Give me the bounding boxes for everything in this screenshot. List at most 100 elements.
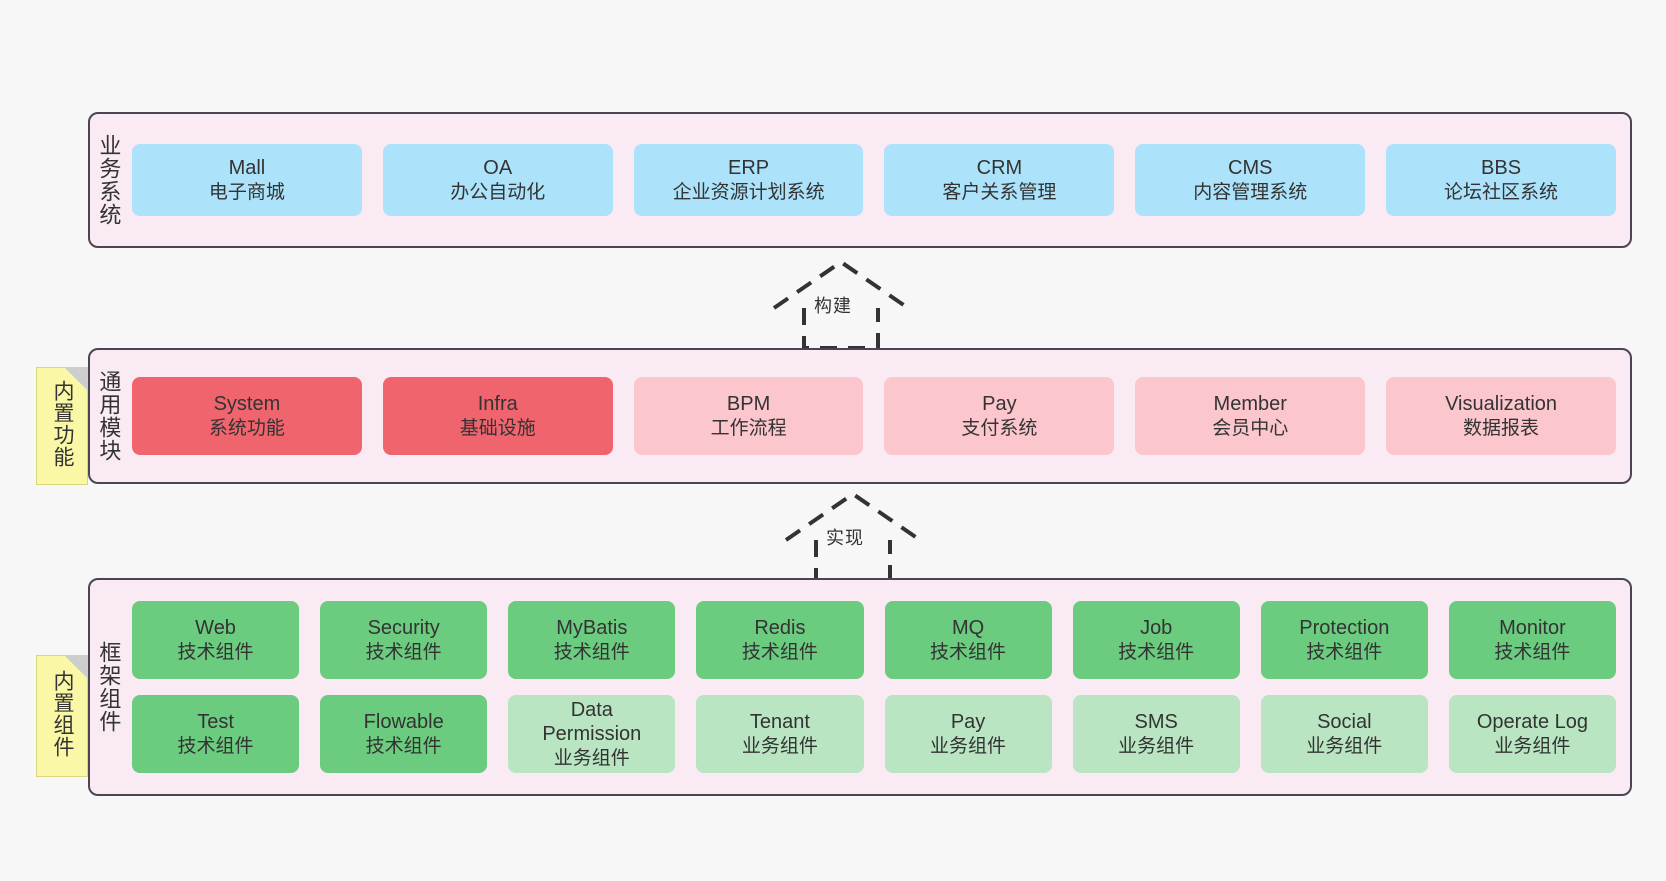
card-subtitle: 系统功能 [208,417,285,439]
connector-implement: 实现 [768,488,938,584]
card-subtitle: 技术组件 [177,641,254,663]
layer-label-business-systems: 业务系统 [96,134,122,226]
card-title: Pay [950,711,986,734]
card-title: MyBatis [556,617,628,640]
card-subtitle: 技术组件 [930,641,1007,663]
card-subtitle: 业务组件 [1306,735,1383,757]
card-redis[interactable]: Redis 技术组件 [696,601,864,679]
card-subtitle: 业务组件 [1494,735,1571,757]
card-mybatis[interactable]: MyBatis 技术组件 [508,601,676,679]
card-subtitle: 基础设施 [459,417,536,439]
card-title: Infra [477,393,518,416]
card-subtitle: 技术组件 [741,641,818,663]
sticky-note-label: 内置组件 [50,670,74,758]
card-title-line1: Data [570,699,613,722]
card-erp[interactable]: ERP 企业资源计划系统 [633,144,864,216]
card-title: System [213,393,281,416]
card-title: Protection [1299,617,1390,640]
card-mq[interactable]: MQ 技术组件 [884,601,1052,679]
card-visualization[interactable]: Visualization 数据报表 [1386,377,1616,455]
card-title: CMS [1228,157,1273,180]
card-member[interactable]: Member 会员中心 [1135,377,1366,455]
layer-label-common-modules: 通用模块 [96,370,122,462]
card-system[interactable]: System 系统功能 [132,377,362,455]
card-title: Tenant [749,711,810,734]
card-job[interactable]: Job 技术组件 [1072,601,1240,679]
card-title: Flowable [363,711,444,734]
card-subtitle: 客户关系管理 [942,181,1057,203]
card-subtitle: 企业资源计划系统 [672,181,825,203]
layer-body-business-systems: Mall 电子商城 OA 办公自动化 ERP 企业资源计划系统 CRM 客户关系… [126,114,1630,246]
connector-label-implement: 实现 [826,528,864,548]
card-subtitle: 技术组件 [365,735,442,757]
layer-business-systems: 业务系统 Mall 电子商城 OA 办公自动化 ERP 企业资源计划系统 CRM… [88,112,1632,248]
card-title: Pay [982,393,1017,416]
card-bbs[interactable]: BBS 论坛社区系统 [1386,144,1616,216]
card-subtitle: 技术组件 [1306,641,1383,663]
sticky-note-label: 内置功能 [50,380,74,468]
card-crm[interactable]: CRM 客户关系管理 [884,144,1115,216]
card-oa[interactable]: OA 办公自动化 [382,144,613,216]
card-title: Job [1140,617,1173,640]
card-protection[interactable]: Protection 技术组件 [1260,601,1428,679]
card-subtitle: 论坛社区系统 [1444,181,1559,203]
card-cms[interactable]: CMS 内容管理系统 [1135,144,1366,216]
card-row: Test 技术组件 Flowable 技术组件 Data Permission … [132,695,1616,773]
card-title: CRM [976,157,1023,180]
card-title-line2: Permission [542,723,642,746]
card-data-permission[interactable]: Data Permission 业务组件 [508,695,676,773]
card-title: MQ [951,617,985,640]
card-row: Web 技术组件 Security 技术组件 MyBatis 技术组件 Redi… [132,601,1616,679]
card-subtitle: 数据报表 [1463,417,1540,439]
card-subtitle: 业务组件 [553,747,630,769]
card-subtitle: 技术组件 [365,641,442,663]
connector-build: 构建 [756,256,926,352]
card-title: ERP [728,157,770,180]
card-title: Social [1317,711,1372,734]
card-tenant[interactable]: Tenant 业务组件 [696,695,864,773]
card-title: Mall [228,157,266,180]
layer-framework-components: 框架组件 Web 技术组件 Security 技术组件 MyBatis 技术组件… [88,578,1632,796]
card-subtitle: 支付系统 [961,417,1038,439]
layer-common-modules: 通用模块 System 系统功能 Infra 基础设施 BPM 工作流程 Pay… [88,348,1632,484]
card-pay-component[interactable]: Pay 业务组件 [884,695,1052,773]
card-monitor[interactable]: Monitor 技术组件 [1448,601,1616,679]
card-operate-log[interactable]: Operate Log 业务组件 [1448,695,1616,773]
card-pay-module[interactable]: Pay 支付系统 [884,377,1115,455]
card-subtitle: 业务组件 [741,735,818,757]
sticky-note-builtin-components: 内置组件 [36,655,88,777]
card-mall[interactable]: Mall 电子商城 [132,144,362,216]
layer-label-framework-components: 框架组件 [96,641,122,733]
card-security[interactable]: Security 技术组件 [320,601,488,679]
card-title: SMS [1134,711,1178,734]
card-bpm[interactable]: BPM 工作流程 [633,377,864,455]
card-subtitle: 工作流程 [710,417,787,439]
card-infra[interactable]: Infra 基础设施 [382,377,613,455]
card-title: Visualization [1445,393,1558,416]
card-title: OA [483,157,513,180]
connector-label-build: 构建 [814,296,852,316]
card-sms[interactable]: SMS 业务组件 [1072,695,1240,773]
card-subtitle: 业务组件 [1118,735,1195,757]
card-title: BBS [1481,157,1522,180]
card-title: Redis [754,617,806,640]
card-subtitle: 办公自动化 [450,181,546,203]
card-subtitle: 技术组件 [177,735,254,757]
card-flowable[interactable]: Flowable 技术组件 [320,695,488,773]
card-row: Mall 电子商城 OA 办公自动化 ERP 企业资源计划系统 CRM 客户关系… [132,144,1616,216]
sticky-note-builtin-features: 内置功能 [36,367,88,485]
card-title: BPM [726,393,771,416]
card-subtitle: 会员中心 [1212,417,1289,439]
card-social[interactable]: Social 业务组件 [1260,695,1428,773]
card-title: Member [1213,393,1287,416]
card-subtitle: 内容管理系统 [1193,181,1308,203]
card-title: Monitor [1499,617,1566,640]
card-subtitle: 业务组件 [930,735,1007,757]
card-title: Test [197,711,234,734]
card-test[interactable]: Test 技术组件 [132,695,300,773]
card-title: Web [195,617,236,640]
card-subtitle: 技术组件 [1118,641,1195,663]
card-title: Operate Log [1476,711,1589,734]
card-subtitle: 技术组件 [1494,641,1571,663]
card-web[interactable]: Web 技术组件 [132,601,300,679]
